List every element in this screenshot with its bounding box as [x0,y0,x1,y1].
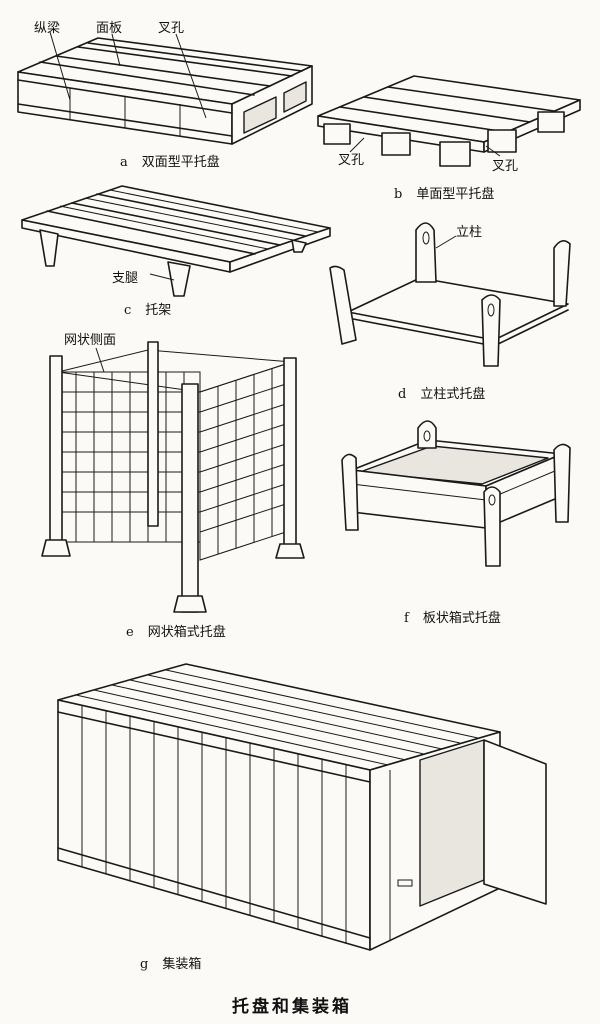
caption-e: e 网状箱式托盘 [126,626,226,639]
caption-b: b 单面型平托盘 [394,188,494,201]
caption-text-g: 集装箱 [162,957,202,972]
caption-text-a: 双面型平托盘 [141,155,220,170]
caption-letter-a: a [120,155,128,170]
label-fork-hole-a: 叉孔 [158,21,185,36]
label-mesh-side: 网状侧面 [64,333,117,348]
mesh-box-pallet-drawing [41,341,305,613]
caption-c: c 托架 [124,304,171,317]
label-deck: 面板 [96,21,123,36]
post-pallet-drawing [329,222,571,367]
label-leg: 支腿 [112,271,139,286]
pallet-rack-drawing [21,185,331,297]
caption-letter-e: e [126,625,134,640]
caption-letter-d: d [398,387,407,402]
container-drawing [57,663,547,951]
label-fork-hole-b-right: 叉孔 [492,159,519,174]
caption-letter-c: c [124,303,132,318]
caption-d: d 立柱式托盘 [398,388,485,401]
caption-text-b: 单面型平托盘 [416,187,495,202]
caption-text-f: 板状箱式托盘 [422,611,501,626]
caption-a: a 双面型平托盘 [120,156,220,169]
caption-text-d: 立柱式托盘 [420,387,486,402]
caption-letter-f: f [404,611,409,626]
board-box-pallet-drawing [341,420,571,567]
double-faced-pallet-drawing [17,31,313,145]
figure-title: 托盘和集装箱 [232,997,352,1017]
label-stringer: 纵梁 [34,21,61,36]
caption-letter-b: b [394,187,403,202]
single-faced-pallet-drawing [317,75,581,167]
caption-g: g 集装箱 [140,958,201,971]
caption-f: f 板状箱式托盘 [404,612,501,625]
label-post: 立柱 [456,225,483,240]
caption-text-e: 网状箱式托盘 [147,625,226,640]
caption-letter-g: g [140,957,149,972]
caption-text-c: 托架 [145,303,172,318]
label-fork-hole-b-left: 叉孔 [338,153,365,168]
